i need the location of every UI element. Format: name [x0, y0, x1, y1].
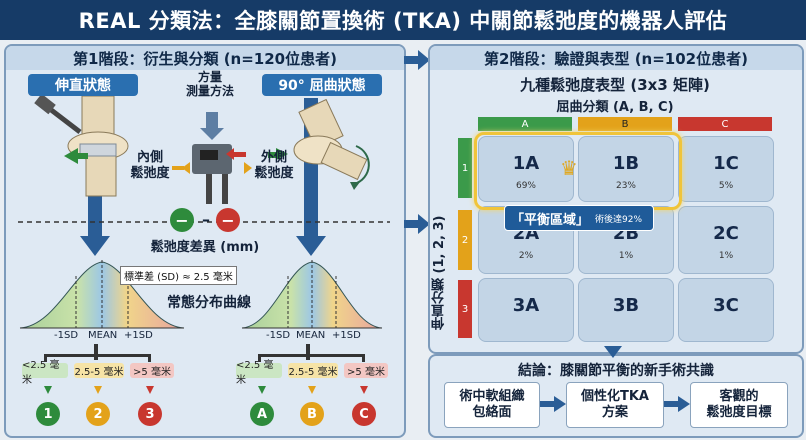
flexion-label: 90° 屈曲狀態: [262, 74, 382, 96]
row-head-2: 2: [458, 210, 472, 270]
row-head-1: 1: [458, 138, 472, 198]
phase2-heading: 第2階段：驗證與表型 (n=102位患者): [430, 46, 802, 70]
measurement-device-icon: [192, 144, 232, 204]
cell-percent: 5%: [718, 181, 734, 191]
balanced-zone-label: 「平衡區域」 術後達92%: [504, 205, 654, 231]
ext-category-3: 3: [138, 402, 162, 426]
knee-extension-icon: [34, 96, 129, 197]
quant-method-label: 方量 測量方法: [185, 70, 234, 98]
phase-connector-arrows: [404, 50, 430, 234]
phase1-illustration: [18, 96, 390, 256]
range-pill-mid: 2.5-5 毫米: [288, 363, 338, 378]
matrix-cell-2c: 2C 1%: [678, 206, 774, 274]
col-head-c: C: [678, 117, 772, 131]
conclusion-step-1: 術中軟組織 包絡面: [444, 382, 540, 428]
extension-label: 伸直狀態: [28, 74, 138, 96]
cell-percent: 2%: [518, 251, 534, 261]
matrix-cell-3a: 3A: [478, 278, 574, 342]
ext-category-2: 2: [86, 402, 110, 426]
crown-icon: ♛: [560, 156, 578, 180]
extension-class-label: 伸直分類 (1, 2, 3): [432, 215, 447, 330]
minus-sign: –: [202, 210, 210, 229]
medial-laxity-label: 內側 鬆弛度: [130, 150, 170, 181]
matrix-cell-1c: 1C 5%: [678, 136, 774, 202]
cell-percent: 23%: [615, 181, 636, 191]
red-minus-circle: −: [216, 208, 240, 232]
range-pill-high: >5 毫米: [130, 363, 174, 378]
range-pill-mid: 2.5-5 毫米: [74, 363, 124, 378]
cell-label: 3C: [713, 295, 739, 316]
cell-percent: 69%: [515, 181, 536, 191]
col-head-a: A: [478, 117, 572, 131]
laxity-diff-label: 鬆弛度差異 (mm): [150, 240, 260, 255]
axis-tick: +1SD: [124, 330, 153, 341]
cell-label: 3A: [512, 295, 540, 316]
matrix-cell-3b: 3B: [578, 278, 674, 342]
flex-category-a: A: [250, 402, 274, 426]
axis-tick: -1SD: [54, 330, 79, 341]
conclusion-arrows: [540, 396, 690, 412]
axis-tick: MEAN: [88, 330, 118, 341]
matrix-cell-3c: 3C: [678, 278, 774, 342]
phase1-panel: [4, 44, 406, 438]
cell-label: 1A: [512, 153, 540, 174]
conclusion-step-2: 個性化TKA 方案: [566, 382, 664, 428]
lateral-laxity-label: 外側 鬆弛度: [254, 150, 294, 181]
phase1-heading: 第1階段：衍生與分類 (n=120位患者): [6, 46, 404, 70]
conclusion-step-3: 客觀的 鬆弛度目標: [690, 382, 788, 428]
matrix-cell-1a: 1A 69%: [478, 136, 574, 202]
normal-curve-label: 常態分布曲線: [167, 295, 251, 311]
cell-label: 2C: [713, 223, 739, 244]
postop-rate-text: 術後達92%: [595, 214, 643, 225]
row-head-3: 3: [458, 280, 472, 338]
flex-category-b: B: [300, 402, 324, 426]
axis-tick: -1SD: [266, 330, 291, 341]
cell-label: 1B: [612, 153, 640, 174]
green-minus-circle: −: [170, 208, 194, 232]
balanced-zone-highlight: [474, 132, 682, 210]
matrix-cell-1b: 1B 23%: [578, 136, 674, 202]
down-arrow-icon: [604, 346, 622, 358]
cell-percent: 1%: [718, 251, 734, 261]
range-pill-high: >5 毫米: [344, 363, 388, 378]
normal-distribution-curves: [19, 260, 383, 329]
axis-tick: MEAN: [296, 330, 326, 341]
category-arrows: [44, 344, 368, 394]
conclusion-heading: 結論：膝關節平衡的新手術共識: [518, 363, 714, 379]
knee-flexion-icon: [293, 98, 370, 190]
balanced-zone-text: 「平衡區域」: [511, 212, 590, 228]
matrix-title: 九種鬆弛度表型 (3x3 矩陣): [520, 76, 710, 94]
sd-note: 標準差 (SD) ≈ 2.5 毫米: [120, 266, 237, 285]
flex-category-c: C: [352, 402, 376, 426]
col-head-b: B: [578, 117, 672, 131]
flexion-class-label: 屈曲分類 (A, B, C): [556, 100, 674, 115]
cell-label: 1C: [713, 153, 739, 174]
axis-tick: +1SD: [332, 330, 361, 341]
page-title: REAL 分類法：全膝關節置換術 (TKA) 中關節鬆弛度的機器人評估: [0, 0, 806, 40]
cell-percent: 1%: [618, 251, 634, 261]
cell-label: 3B: [612, 295, 640, 316]
ext-category-1: 1: [36, 402, 60, 426]
